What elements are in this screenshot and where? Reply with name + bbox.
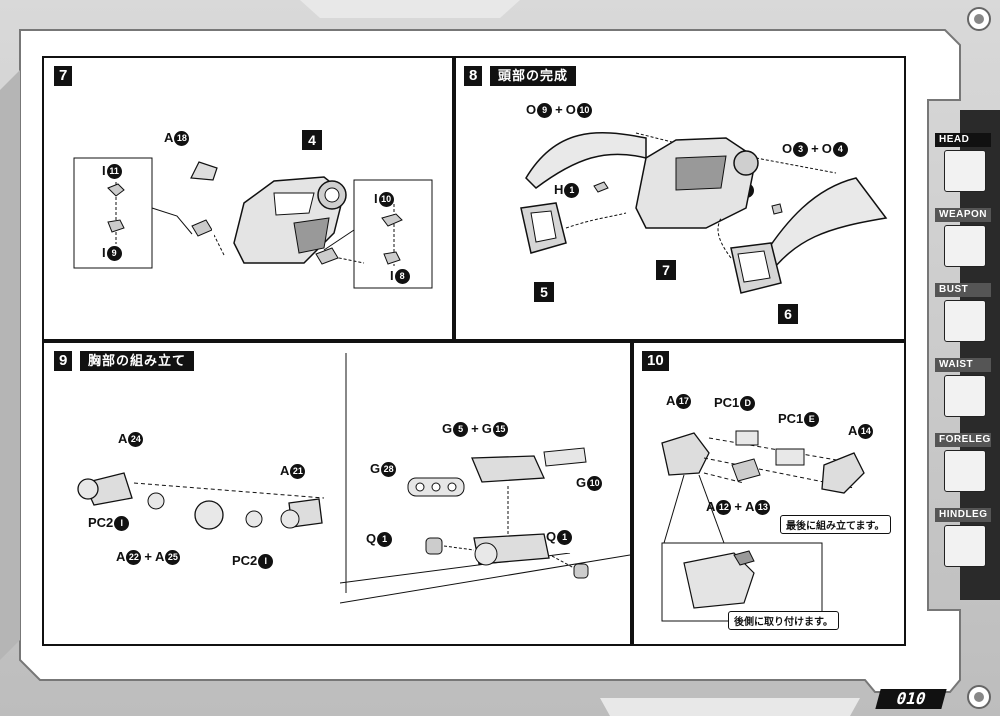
head-thumbnail-icon <box>944 150 986 192</box>
tab-foreleg-label: FORELEG <box>935 433 991 447</box>
note-attach-rear: 後側に取り付けます。 <box>728 611 839 630</box>
chest-left-exploded-drawing <box>77 472 325 530</box>
foreleg-thumbnail-icon <box>944 450 986 492</box>
tab-waist[interactable]: WAIST <box>932 355 994 421</box>
waist-exploded-drawing <box>661 430 865 622</box>
subassembly-callout: 4 <box>302 130 322 150</box>
logo-emblem-icon <box>967 7 991 31</box>
tab-hindleg[interactable]: HINDLEG <box>932 505 994 571</box>
note-assemble-last: 最後に組み立てます。 <box>780 515 891 534</box>
tab-head[interactable]: HEAD <box>932 130 994 196</box>
step-title: 胸部の組み立て <box>80 351 195 371</box>
tab-weapon[interactable]: WEAPON <box>932 205 994 271</box>
step-number: 7 <box>54 66 73 86</box>
tab-foreleg[interactable]: FORELEG <box>932 430 994 496</box>
hindleg-thumbnail-icon <box>944 525 986 567</box>
subassembly-bracket-left <box>73 157 212 269</box>
part-a18-drawing <box>190 161 218 181</box>
step-title: 頭部の完成 <box>490 66 577 86</box>
page-number: 010 <box>875 689 947 709</box>
head-final-assembly-drawing <box>520 132 888 294</box>
head-assembly-drawing <box>214 176 365 264</box>
waist-thumbnail-icon <box>944 375 986 417</box>
section-divider <box>345 353 347 593</box>
tab-waist-label: WAIST <box>935 358 991 372</box>
chest-right-exploded-drawing <box>407 447 589 579</box>
step-number: 8 <box>464 66 483 86</box>
tab-hindleg-label: HINDLEG <box>935 508 991 522</box>
logo-emblem-icon <box>967 685 991 709</box>
step-number: 9 <box>54 351 73 371</box>
tab-head-label: HEAD <box>935 133 991 147</box>
tab-bust-label: BUST <box>935 283 991 297</box>
bust-thumbnail-icon <box>944 300 986 342</box>
step-number: 10 <box>642 351 669 371</box>
subassembly-bracket-right <box>315 179 433 289</box>
step-8-panel: 8 頭部の完成 O9+O10 O3+O4 H1 H2 <box>454 56 906 341</box>
subassembly-callout-7: 7 <box>656 260 676 280</box>
subassembly-callout-6: 6 <box>778 304 798 324</box>
weapon-thumbnail-icon <box>944 225 986 267</box>
tab-bust[interactable]: BUST <box>932 280 994 346</box>
tab-weapon-label: WEAPON <box>935 208 991 222</box>
subassembly-callout-5: 5 <box>534 282 554 302</box>
